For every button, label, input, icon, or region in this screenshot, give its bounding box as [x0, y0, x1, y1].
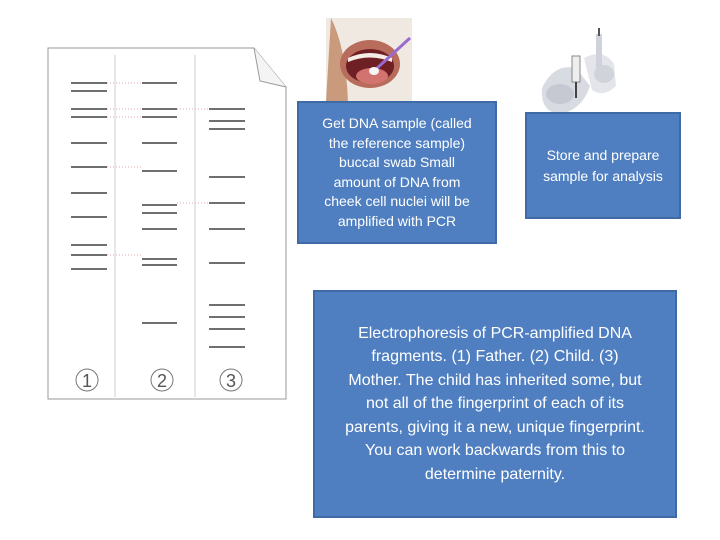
gloved-pipette-photo-icon: [524, 28, 636, 122]
dna-fingerprint-gel-sheet: 1 2 3: [47, 47, 287, 400]
lane-label-3: 3: [226, 371, 236, 391]
dna-sample-text: Get DNA sample (called the reference sam…: [322, 115, 472, 229]
buccal-swab-photo: [326, 18, 412, 102]
electrophoresis-text: Electrophoresis of PCR-amplified DNA fra…: [345, 324, 645, 483]
electrophoresis-box: Electrophoresis of PCR-amplified DNA fra…: [313, 290, 677, 518]
gloved-pipette-photo: [524, 28, 636, 122]
gel-page-outline: [47, 47, 287, 400]
store-prepare-box: Store and prepare sample for analysis: [525, 112, 681, 219]
buccal-swab-photo-icon: [326, 18, 412, 102]
lane-label-1: 1: [82, 371, 92, 391]
lane-circle-1: [75, 368, 99, 392]
lane-circle-2: [150, 368, 174, 392]
gel-page-fold: [253, 47, 287, 88]
store-prepare-text: Store and prepare sample for analysis: [543, 146, 663, 184]
dna-sample-box: Get DNA sample (called the reference sam…: [297, 101, 497, 244]
lane-circle-3: [219, 368, 243, 392]
lane-label-2: 2: [157, 371, 167, 391]
